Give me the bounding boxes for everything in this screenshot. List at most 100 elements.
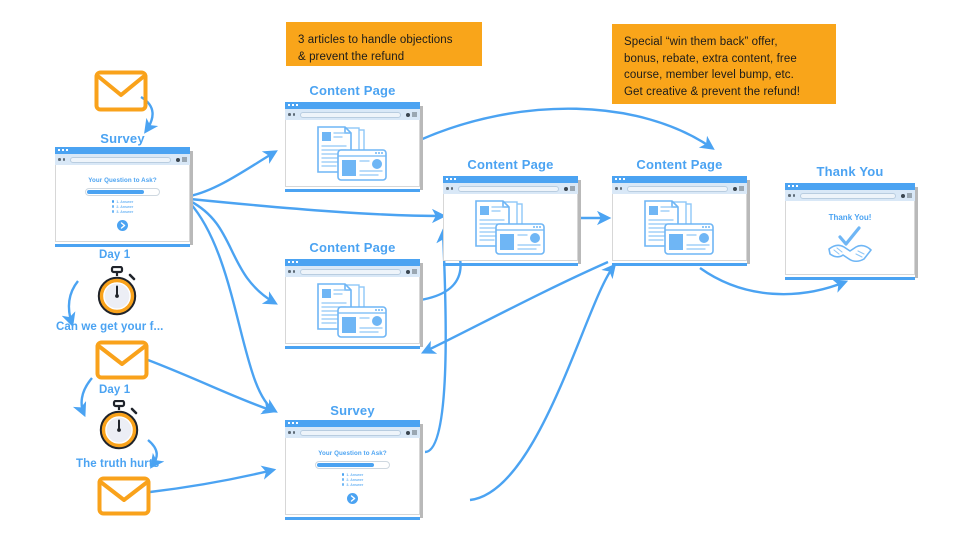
window-content-page-1[interactable] <box>285 102 423 192</box>
survey-option[interactable]: 1. Answer <box>111 199 134 204</box>
survey-option[interactable]: 2. Answer <box>111 205 133 209</box>
window-titlebar <box>612 176 747 183</box>
address-bar[interactable] <box>300 429 401 436</box>
back-icon[interactable] <box>288 113 291 116</box>
node-title-thank-you: Thank You <box>816 164 884 179</box>
browser-toolbar <box>285 109 420 120</box>
survey-question: Your Question to Ask? <box>318 449 387 457</box>
back-icon[interactable] <box>615 187 618 190</box>
thank-you-heading: Thank You! <box>828 213 872 222</box>
menu-icon[interactable] <box>412 430 417 435</box>
window-footer-bar <box>285 346 420 349</box>
forward-icon[interactable] <box>450 187 453 190</box>
record-icon[interactable] <box>901 193 905 198</box>
forward-icon[interactable] <box>619 187 622 190</box>
record-icon[interactable] <box>406 269 410 274</box>
menu-icon[interactable] <box>739 186 744 191</box>
survey-question: Your Question to Ask? <box>88 176 157 184</box>
menu-icon[interactable] <box>412 112 417 117</box>
node-title-content-page-2: Content Page <box>309 240 396 255</box>
arrow-email5-to-survey2 <box>149 465 277 494</box>
survey-option[interactable]: 2. Answer <box>341 477 364 482</box>
forward-icon[interactable] <box>292 113 295 116</box>
back-icon[interactable] <box>446 187 449 190</box>
address-bar[interactable] <box>300 268 401 275</box>
envelope-icon <box>97 476 151 521</box>
arrow-content4-to-content2 <box>420 260 609 354</box>
address-bar[interactable] <box>458 185 559 192</box>
window-survey-1[interactable]: Your Question to Ask? 1. Answer 2. Answe… <box>55 147 193 247</box>
label-day-1-b: Day 1 <box>99 384 131 396</box>
survey-progress <box>84 187 161 196</box>
back-icon[interactable] <box>288 270 291 273</box>
window-shadow <box>190 151 193 245</box>
window-titlebar <box>285 420 420 427</box>
label-can-we-get-your-f: Can we get your f... <box>56 321 164 333</box>
back-icon[interactable] <box>288 431 291 434</box>
survey-option-label: 1. Answer <box>116 199 134 204</box>
menu-icon[interactable] <box>907 193 912 198</box>
article-documents-icon <box>316 125 387 181</box>
record-icon[interactable] <box>733 186 737 191</box>
survey-option[interactable]: 3. Answer <box>341 483 363 487</box>
window-footer-bar <box>285 517 420 520</box>
address-bar[interactable] <box>300 111 401 118</box>
browser-toolbar <box>785 190 915 201</box>
label-day-1-a: Day 1 <box>99 249 131 261</box>
arrow-timer1-to-label1 <box>61 280 79 328</box>
stopwatch-icon <box>92 265 142 323</box>
back-icon[interactable] <box>58 158 61 161</box>
window-titlebar <box>55 147 190 154</box>
envelope-icon <box>95 340 149 385</box>
window-survey-2[interactable]: Your Question to Ask? 1. Answer 2. Answe… <box>285 420 423 520</box>
window-footer-bar <box>443 263 578 266</box>
window-content-page-2[interactable] <box>285 259 423 349</box>
forward-icon[interactable] <box>292 270 295 273</box>
window-footer-bar <box>612 263 747 266</box>
arrow-survey1-to-survey2 <box>189 202 278 413</box>
callout-offer: Special “win them back” offer, bonus, re… <box>612 24 836 104</box>
browser-toolbar <box>443 183 578 194</box>
window-content-page-4[interactable] <box>612 176 750 266</box>
forward-icon[interactable] <box>292 431 295 434</box>
window-dots <box>58 149 68 151</box>
survey-option[interactable]: 3. Answer <box>111 209 134 214</box>
address-bar[interactable] <box>627 185 728 192</box>
window-shadow <box>420 263 423 347</box>
survey-option-label: 3. Answer <box>116 209 134 214</box>
window-dots <box>288 261 298 263</box>
browser-toolbar <box>612 183 747 194</box>
address-bar[interactable] <box>800 192 896 199</box>
forward-icon[interactable] <box>792 194 795 197</box>
chevron-right-icon[interactable] <box>117 219 128 231</box>
thank-you-content: Thank You! <box>826 213 874 263</box>
window-body <box>443 194 578 261</box>
window-dots <box>288 104 298 106</box>
back-icon[interactable] <box>788 194 791 197</box>
window-thank-you[interactable]: Thank You! <box>785 183 918 280</box>
arrow-survey1-to-content1 <box>189 150 278 198</box>
window-content-page-3[interactable] <box>443 176 581 266</box>
window-dots <box>788 185 798 187</box>
survey-option[interactable]: 1. Answer <box>341 472 364 477</box>
survey-options: 1. Answer 2. Answer 3. Answer <box>111 199 134 214</box>
window-dots <box>446 178 456 180</box>
menu-icon[interactable] <box>412 269 417 274</box>
record-icon[interactable] <box>564 186 568 191</box>
survey-form: Your Question to Ask? 1. Answer 2. Answe… <box>55 177 190 231</box>
browser-toolbar <box>55 154 190 165</box>
survey-option-label: 1. Answer <box>346 472 364 477</box>
survey-form: Your Question to Ask? 1. Answer 2. Answe… <box>285 450 420 504</box>
survey-option-label: 2. Answer <box>346 477 364 482</box>
menu-icon[interactable] <box>182 157 187 162</box>
record-icon[interactable] <box>406 112 410 117</box>
window-titlebar <box>785 183 915 190</box>
forward-icon[interactable] <box>62 158 65 161</box>
menu-icon[interactable] <box>570 186 575 191</box>
record-icon[interactable] <box>406 430 410 435</box>
record-icon[interactable] <box>176 157 180 162</box>
chevron-right-icon[interactable] <box>347 492 358 504</box>
address-bar[interactable] <box>70 156 171 163</box>
